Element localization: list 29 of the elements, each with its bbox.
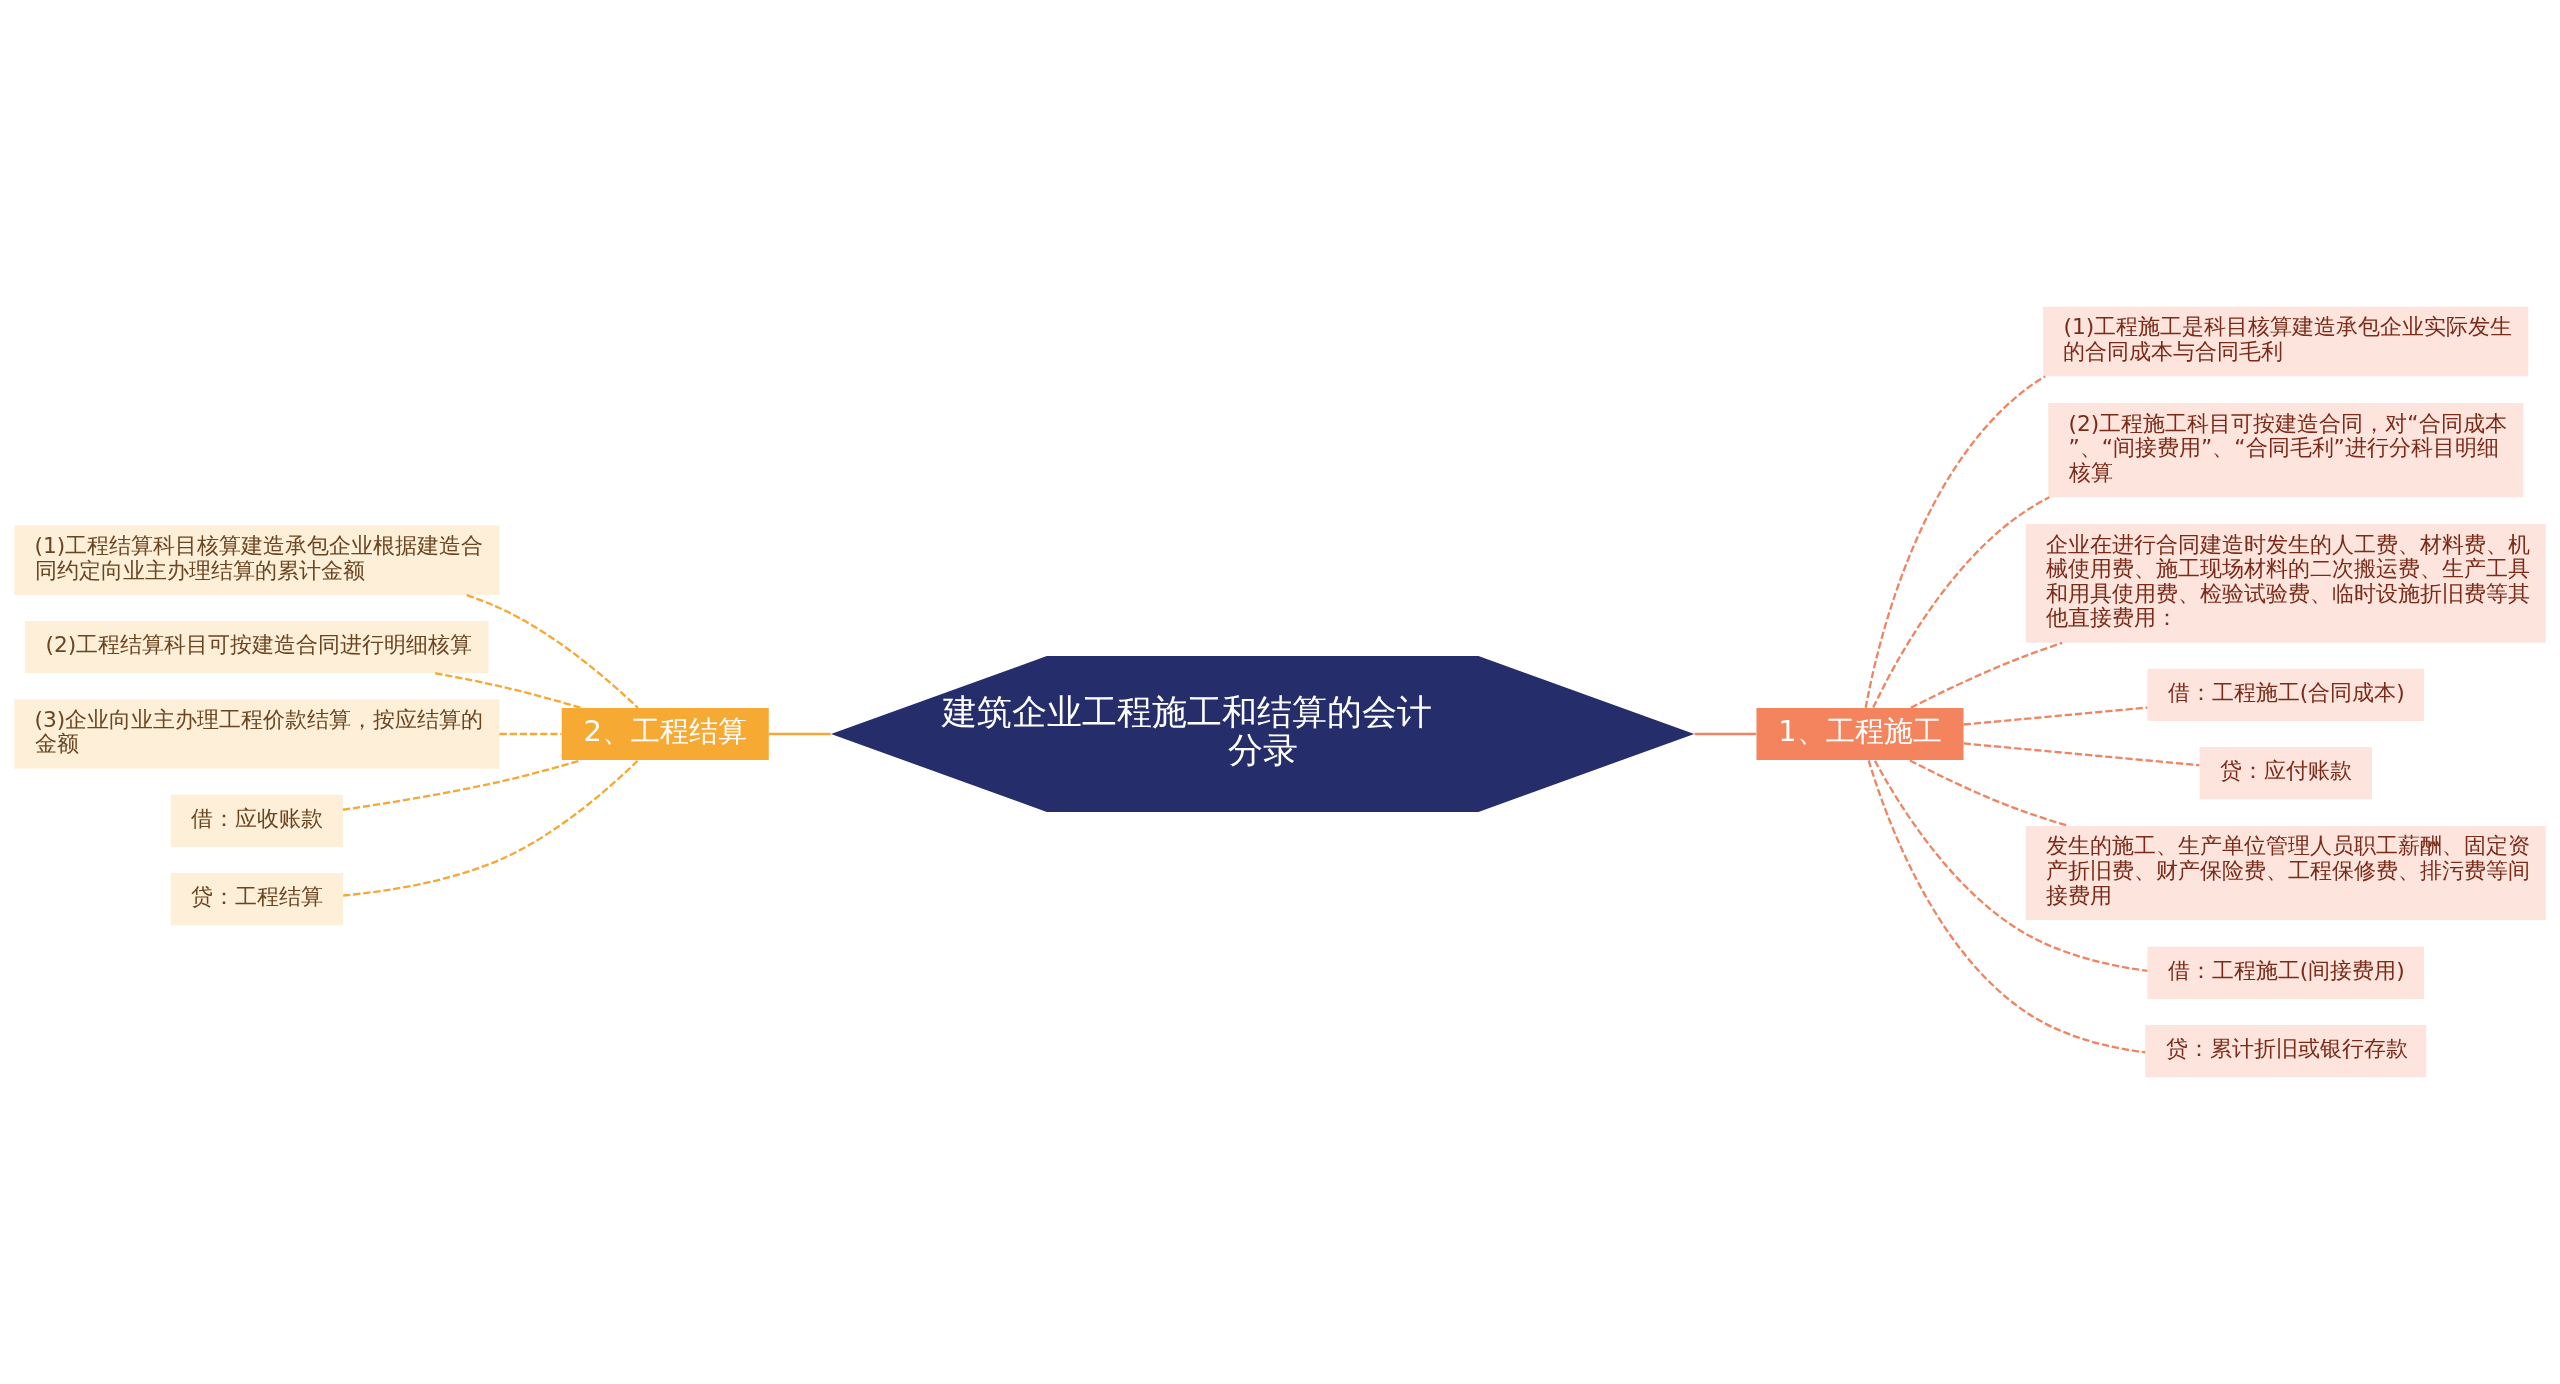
node-box: (1)工程结算科目核算建造承包企业根据建造合同约定向业主办理结算的累计金额: [14, 525, 500, 595]
node-box: 1、工程施工: [1756, 707, 1964, 761]
node-box: 贷：应付账款: [2199, 747, 2372, 800]
connector: [343, 759, 639, 897]
connector: [499, 732, 562, 736]
connector: [1963, 706, 2148, 726]
connector: [466, 594, 639, 709]
connector: [1910, 641, 2063, 709]
connector: [435, 672, 582, 709]
connector: [1867, 760, 2146, 1054]
node-box: (3)企业向业主办理工程价款结算，按应结算的金额: [14, 699, 500, 769]
node-box: 企业在进行合同建造时发生的人工费、材料费、机械使用费、施工现场材料的二次搬运费、生产工具和用具使用费、检验试验费、临时设施折旧费等其他直接费用：: [2025, 524, 2546, 643]
connector: [1909, 759, 2069, 827]
connector: [1963, 742, 2200, 767]
node-box: 借：工程施工(间接费用): [2147, 946, 2425, 999]
connector: [1864, 375, 2046, 708]
node-box: (2)工程结算科目可按建造合同进行明细核算: [25, 621, 489, 674]
connector: [1694, 732, 1757, 736]
node-box: 贷：累计折旧或银行存款: [2145, 1025, 2427, 1078]
connector: [1873, 760, 2148, 972]
node-box: 借：应收账款: [170, 794, 343, 847]
node-box: 贷：工程结算: [170, 873, 343, 926]
node-box: 发生的施工、生产单位管理人员职工薪酬、固定资产折旧费、财产保险费、工程保修费、排污费等间接费用: [2025, 825, 2546, 921]
node-box: 2、工程结算: [561, 707, 769, 761]
node-box: (2)工程施工科目可按建造合同，对“合同成本”、“间接费用”、“合同毛利”进行分科目明细核算: [2048, 403, 2524, 498]
connector: [1872, 496, 2050, 709]
connector: [768, 732, 831, 736]
node-box: 借：工程施工(合同成本): [2147, 668, 2425, 721]
node-box: (1)工程施工是科目核算建造承包企业实际发生的合同成本与合同毛利: [2043, 306, 2529, 377]
